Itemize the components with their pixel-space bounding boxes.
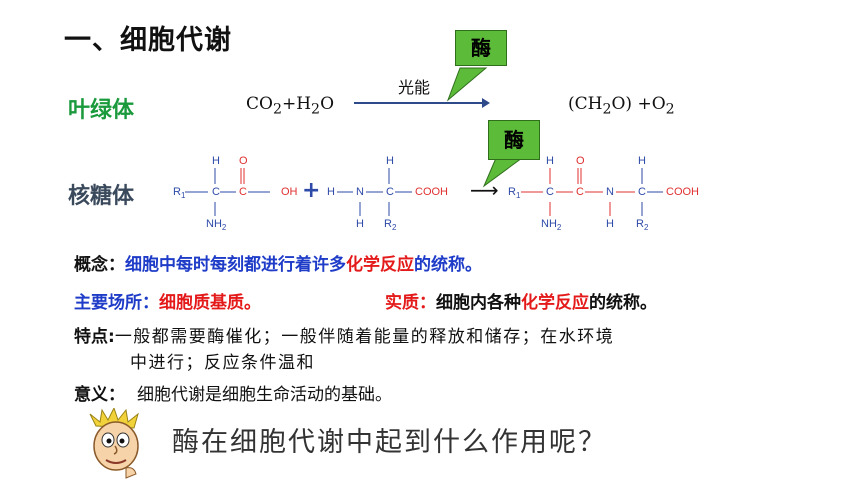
aa2-H-top: H [386,155,394,167]
aa1-R1: R1 [173,186,186,201]
dp-H3: H [606,218,614,230]
enzyme-callout-tail [446,67,488,102]
significance-label: 意义： [74,385,125,405]
essence-text-end: 的统称。 [589,293,657,313]
aa2-COOH: COOH [415,186,448,198]
reaction-arrow [354,98,490,108]
features-line: 特点:一般都需要酶催化；一般伴随着能量的释放和储存；在水环境 [74,322,614,347]
site-label: 主要场所： [74,293,159,313]
site-value: 细胞质基质。 [159,293,261,313]
aa2-bonds [337,168,412,216]
dp-N: N [606,186,614,198]
features-label: 特点: [74,327,115,347]
essence-highlight: 化学反应 [521,293,589,313]
question-text: 酶在细胞代谢中起到什么作用呢？ [172,427,607,458]
enzyme-bubble-2: 酶 [488,120,540,160]
concept-text: 细胞中每时每刻都进行着许多 [125,255,346,275]
aa2-R2: R2 [384,218,397,233]
significance-line: 意义： 细胞代谢是细胞生命活动的基础。 [74,380,392,405]
aa1-OH: OH [281,186,298,198]
essence-line: 实质：细胞内各种化学反应的统称。 [385,288,657,313]
ribosome-label: 核糖体 [68,184,135,209]
features-text-1: 一般都需要酶催化；一般伴随着能量的释放和储存；在水环境 [114,327,615,347]
aa2-N: N [356,186,364,198]
dipeptide-bonds [521,168,663,216]
aa2-H-left: H [327,186,335,198]
chloroplast-label: 叶绿体 [68,98,135,123]
concept-label: 概念： [74,255,125,275]
plus-sign: + [302,178,321,203]
light-energy-label: 光能 [398,78,431,97]
aa1-H: H [212,155,220,167]
dp-R2: R2 [636,218,649,233]
aa2-C: C [386,186,394,198]
aa1-C-carboxyl: C [239,186,247,198]
concept-text-end: 的统称。 [414,255,482,275]
dp-H1: H [546,155,554,167]
dp-O: O [576,155,585,167]
dp-C3: C [638,186,646,198]
dp-H2: H [638,155,646,167]
essence-label: 实质： [385,293,436,313]
product-arrow: ⟶ [470,178,499,202]
aa2-H-bottom: H [356,218,364,230]
dp-R1: R1 [508,186,521,201]
dp-C2: C [576,186,584,198]
aa1-C-alpha: C [212,186,220,198]
essence-text: 细胞内各种 [436,293,521,313]
photosynthesis-reactants: CO2+H2O [246,94,334,118]
dp-COOH: COOH [666,186,699,198]
dp-NH2: NH2 [541,218,562,233]
dp-C1: C [546,186,554,198]
concept-line: 概念：细胞中每时每刻都进行着许多化学反应的统称。 [74,250,482,275]
concept-highlight: 化学反应 [346,255,414,275]
significance-text: 细胞代谢是细胞生命活动的基础。 [137,385,392,405]
page-title: 一、细胞代谢 [64,25,232,56]
aa1-bonds [185,168,270,216]
site-line: 主要场所：细胞质基质。 [74,288,261,313]
aa1-NH2: NH2 [206,218,227,233]
enzyme-bubble: 酶 [455,30,507,66]
thinking-face-icon [89,408,139,479]
features-text-2: 中进行；反应条件温和 [130,353,315,373]
photosynthesis-products: (CH2O) +O2 [568,94,675,118]
aa1-O: O [239,155,248,167]
